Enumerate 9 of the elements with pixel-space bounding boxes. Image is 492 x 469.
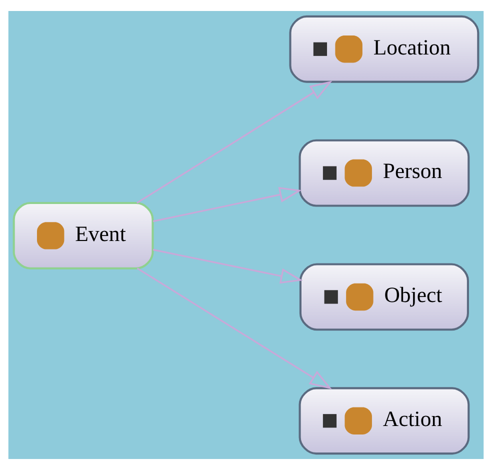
node-box: Action	[298, 386, 470, 454]
arrow	[152, 186, 302, 222]
arrow	[136, 80, 332, 204]
node-box: Person	[298, 138, 470, 206]
arrow	[152, 248, 303, 284]
node-box: Event	[12, 201, 154, 269]
arrow	[136, 267, 332, 389]
node-box: Object	[299, 262, 469, 330]
node-box: Location	[289, 14, 480, 82]
